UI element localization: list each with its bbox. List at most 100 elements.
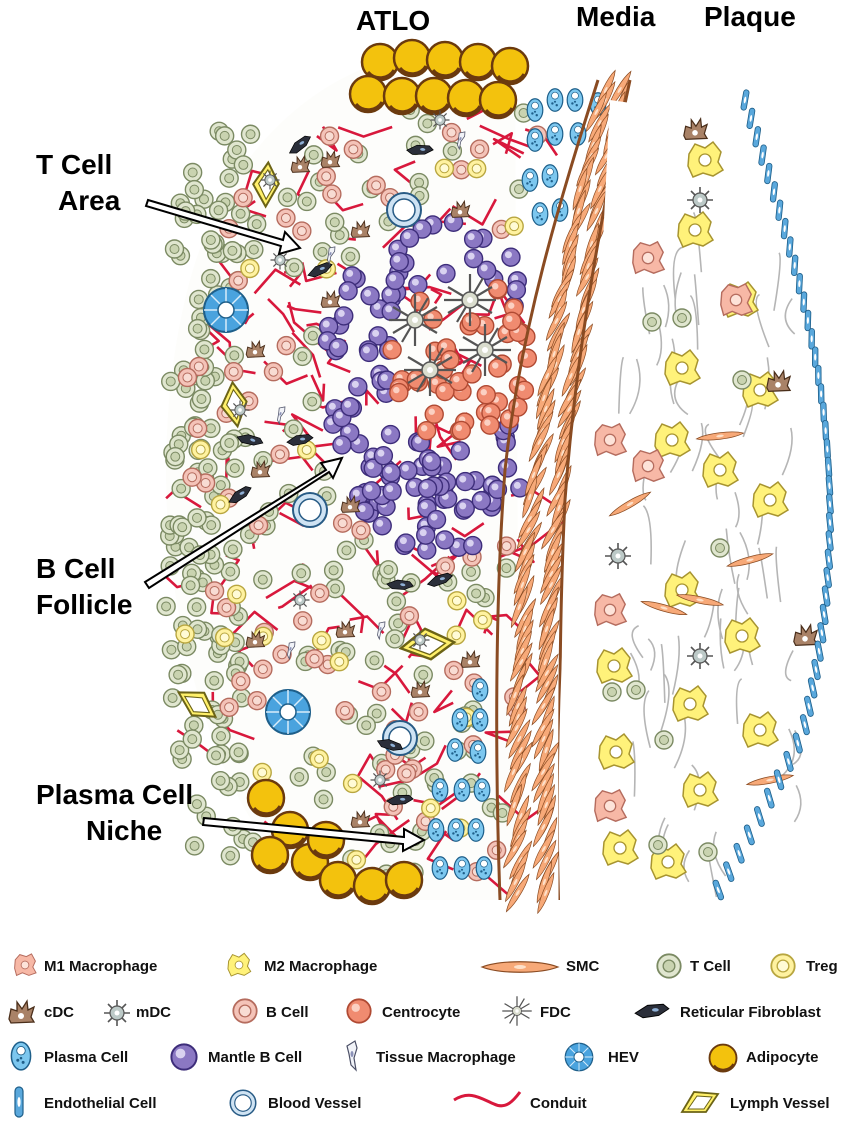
m1-macrophage-cell xyxy=(594,423,627,456)
mantle-b-cell xyxy=(450,441,470,461)
collagen-fiber xyxy=(736,573,749,615)
m1-macrophage-cell xyxy=(632,449,665,482)
legend-label: Blood Vessel xyxy=(268,1095,361,1112)
t-cell xyxy=(182,729,202,749)
conduit-icon xyxy=(453,1091,522,1108)
collagen-fiber xyxy=(717,588,724,640)
treg-cell xyxy=(504,216,524,236)
legend-label: B Cell xyxy=(266,1004,309,1021)
legend-item-cdc: cDC xyxy=(8,1000,74,1024)
legend: M1 Macrophage M2 Macrophage SMC T Cell T… xyxy=(8,952,838,1118)
m2-macrophage-cell xyxy=(682,771,719,808)
t-cell-area-callout: T Cell Area xyxy=(36,149,302,256)
mantle-b-cell xyxy=(436,263,456,284)
endothelial-cell xyxy=(824,456,833,479)
t-cell xyxy=(222,241,243,261)
mantle-b-cell xyxy=(501,247,521,267)
m1-macrophage-cell xyxy=(632,241,665,274)
b-cell xyxy=(233,188,253,208)
mantle-b-cell xyxy=(381,462,401,483)
endothelial-cell xyxy=(825,474,834,497)
centrocyte-cell xyxy=(451,420,471,441)
mantle-b-cell xyxy=(381,301,401,322)
treg-cell xyxy=(210,494,231,515)
mantle-b-cell xyxy=(361,481,382,501)
endothelial-cell xyxy=(820,401,828,424)
endothelial-cell xyxy=(815,364,822,387)
collagen-fiber xyxy=(784,298,796,335)
endothelial-cell xyxy=(799,713,811,736)
conduit-segment xyxy=(310,374,326,402)
m2-macrophage-cell xyxy=(677,211,714,248)
plasma-cell xyxy=(471,708,489,732)
plasma-cell xyxy=(469,740,487,764)
b-cell xyxy=(247,690,267,711)
b-cell xyxy=(335,701,355,721)
tissue-macrophage-icon xyxy=(346,1040,358,1071)
endothelial-cell xyxy=(821,419,830,442)
b-cell xyxy=(399,606,420,626)
legend-label: mDC xyxy=(136,1004,171,1021)
endothelial-cell xyxy=(800,291,808,313)
centrocyte-cell xyxy=(461,312,481,332)
fdc-icon xyxy=(501,995,533,1027)
t-cell xyxy=(204,670,224,691)
t-cell xyxy=(214,126,235,146)
legend-label: Reticular Fibroblast xyxy=(680,1004,821,1021)
t-cell xyxy=(184,179,205,200)
t-cell xyxy=(186,597,207,617)
mantle-b-cell xyxy=(359,342,379,363)
t-cell-area-arrow xyxy=(144,198,302,256)
t-cell xyxy=(356,715,376,736)
plasma-cell xyxy=(467,818,485,842)
endothelial-cell xyxy=(808,328,816,350)
m2-macrophage-cell xyxy=(702,451,739,488)
centrocyte-cell xyxy=(424,404,444,424)
b-cell-icon xyxy=(232,998,258,1024)
legend-item-reticular-fibroblast: Reticular Fibroblast xyxy=(634,1003,821,1021)
legend-item-mantle-b-cell: Mantle B Cell xyxy=(170,1043,302,1071)
collagen-fiber xyxy=(689,294,699,350)
mantle-b-cell xyxy=(389,251,409,272)
legend-item-plasma-cell: Plasma Cell xyxy=(10,1041,128,1071)
mantle-b-cell xyxy=(382,481,402,501)
centrocyte-cell xyxy=(480,415,500,435)
mantle-b-cell xyxy=(398,460,418,481)
treg-cell xyxy=(421,798,441,818)
treg-cell xyxy=(226,584,247,604)
collagen-fiber xyxy=(671,635,680,695)
collagen-fiber xyxy=(660,673,670,731)
legend-label: FDC xyxy=(540,1004,571,1021)
t-cell xyxy=(156,596,176,617)
mantle-b-cell xyxy=(426,509,447,530)
legend-label: Lymph Vessel xyxy=(730,1095,830,1112)
plasma-cell xyxy=(431,856,449,880)
endothelial-cell xyxy=(816,621,827,644)
plasma-cell xyxy=(453,856,471,880)
treg-cell xyxy=(190,439,211,460)
conduit-segment xyxy=(337,125,393,138)
t-cell xyxy=(253,569,273,590)
t-cell xyxy=(323,560,344,581)
b-cell xyxy=(316,166,336,187)
mantle-b-cell xyxy=(380,424,401,445)
media-header: Media xyxy=(576,1,656,32)
endothelial-cell xyxy=(803,695,815,718)
mantle-b-cell xyxy=(396,533,416,553)
collagen-fiber xyxy=(784,650,794,682)
treg-cell xyxy=(434,158,455,178)
t-cell xyxy=(313,789,334,810)
t-cell xyxy=(284,257,304,278)
treg-cell xyxy=(473,610,493,630)
endothelial-cell xyxy=(752,125,762,148)
treg-cell xyxy=(309,749,329,769)
b-cell-follicle-arrow xyxy=(143,456,344,590)
collagen-fiber xyxy=(773,252,781,311)
legend-item-b-cell: B Cell xyxy=(232,998,309,1024)
plasma-cell xyxy=(446,738,464,762)
blood-vessel-icon xyxy=(229,1089,257,1117)
centrocyte-cell xyxy=(462,364,482,384)
legend-item-m1-macrophage: M1 Macrophage xyxy=(14,953,157,976)
legend-label: T Cell xyxy=(690,958,731,975)
treg-cell xyxy=(214,627,235,648)
